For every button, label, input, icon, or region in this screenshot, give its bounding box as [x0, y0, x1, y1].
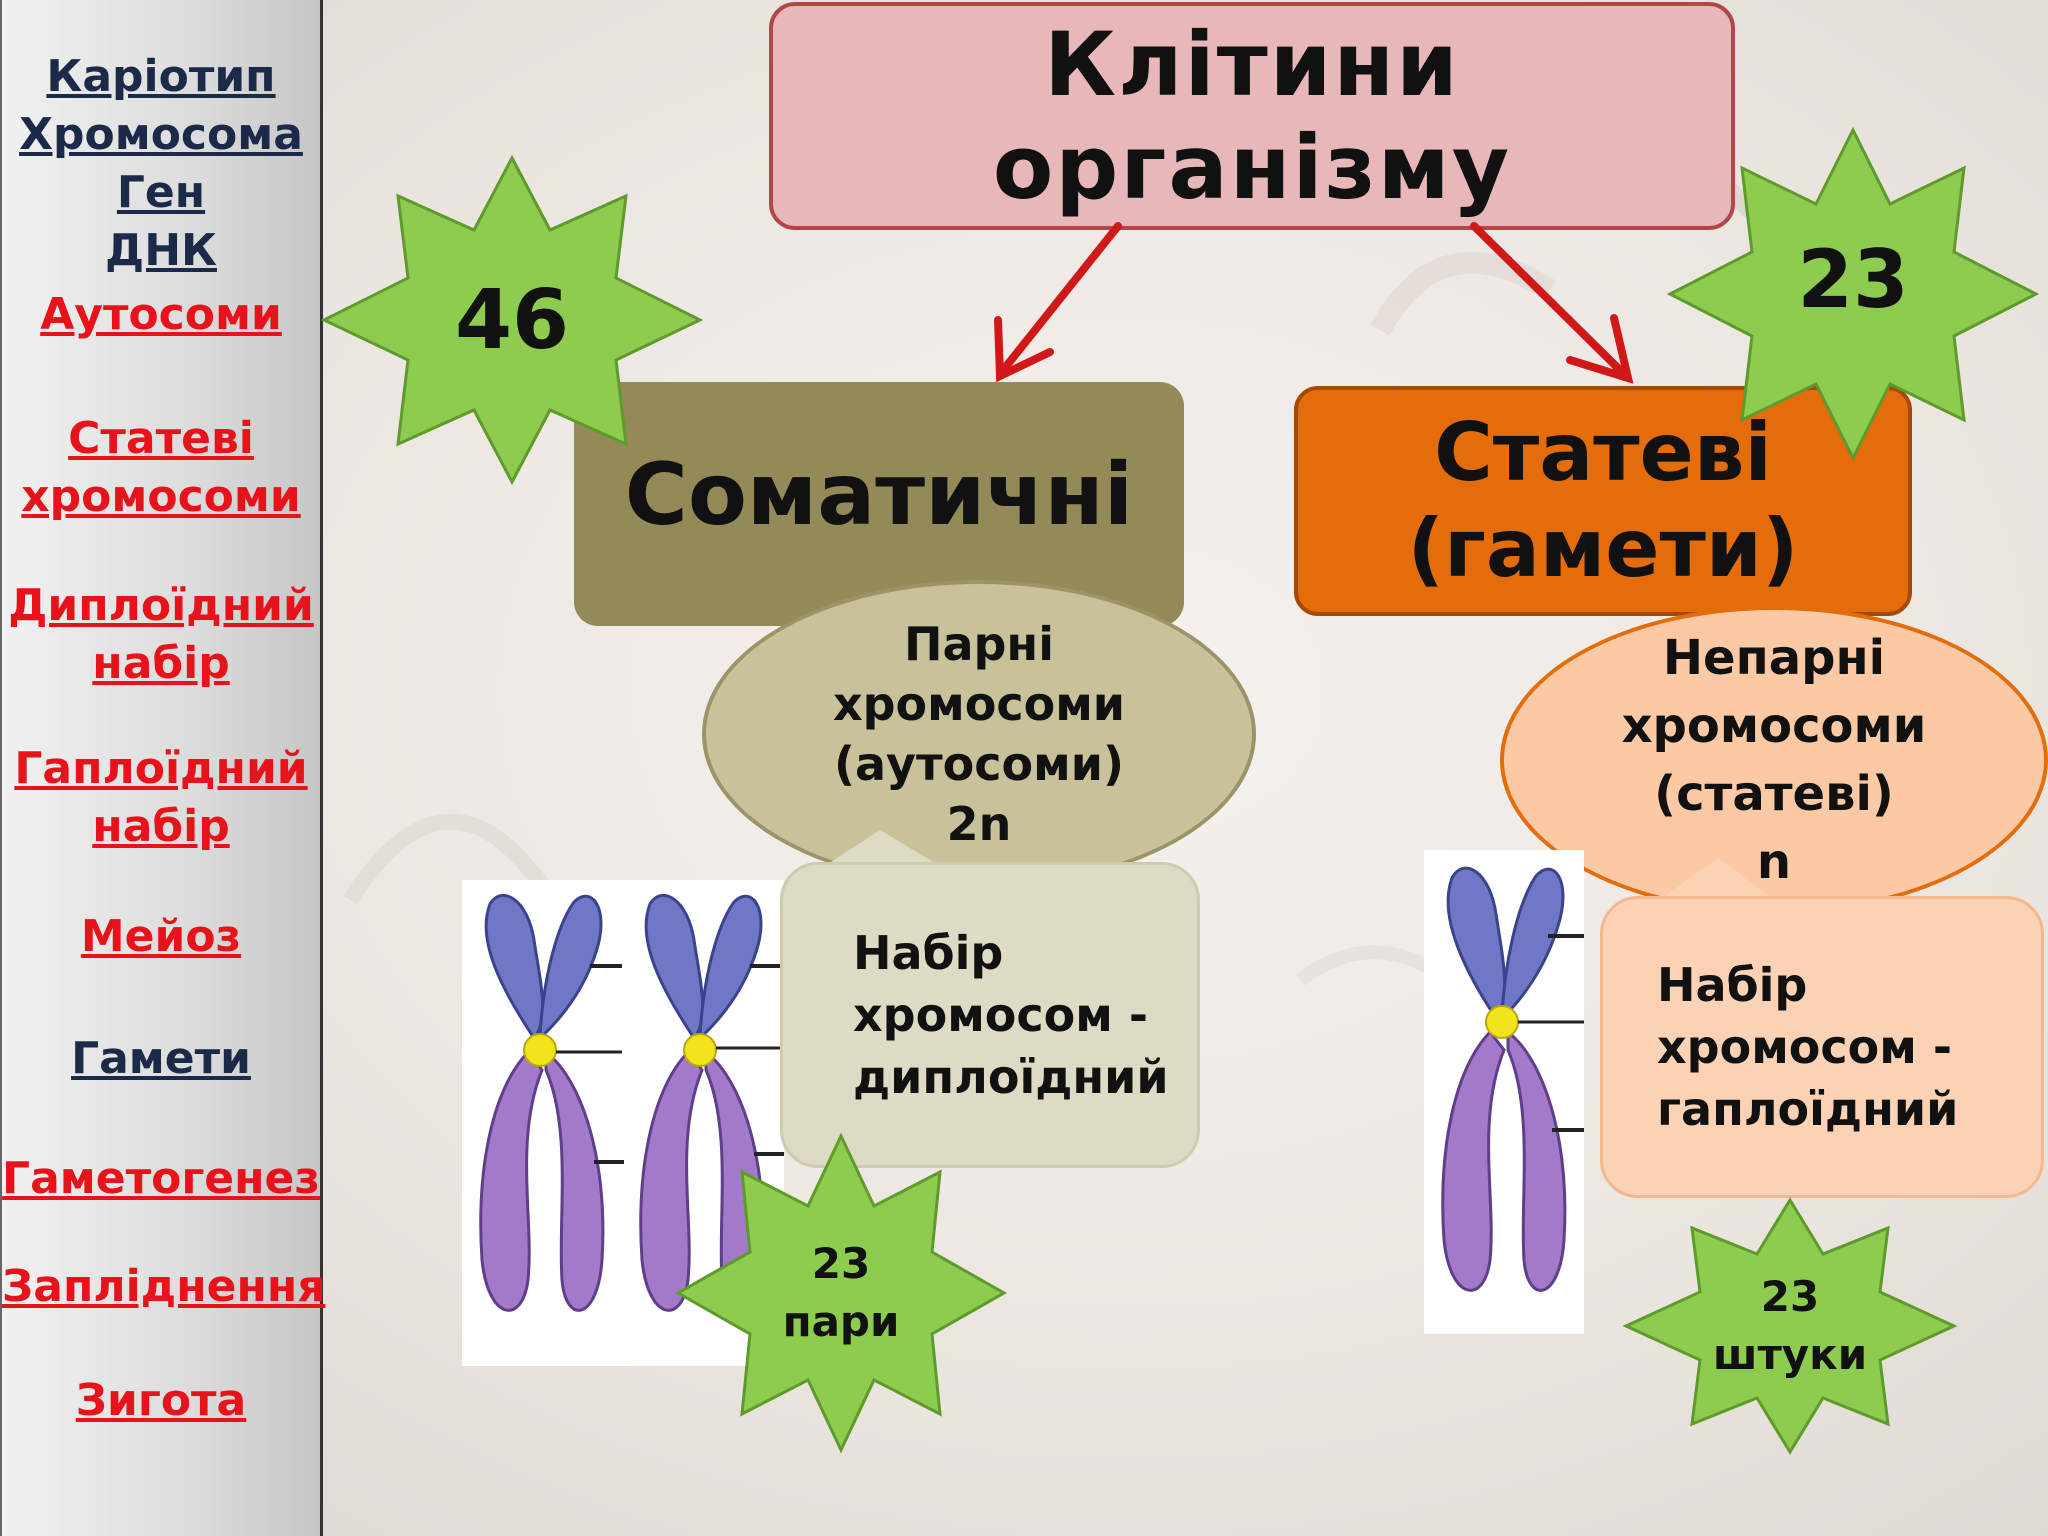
- haploid-callout: Набір хромосом - гаплоїдний: [1600, 896, 2044, 1198]
- cells-of-organism-title: Клітини організму: [769, 2, 1735, 230]
- sidebar-link-haploid-set[interactable]: Гаплоїдний набір: [14, 743, 308, 852]
- chromosome-pair-illustration: [462, 880, 784, 1366]
- star-46-text: 46: [454, 272, 570, 368]
- sidebar-link-chromosome[interactable]: Хромосома: [19, 109, 303, 160]
- somatic-cells-box: Соматичні: [574, 382, 1184, 626]
- sidebar-link-meiosis[interactable]: Мейоз: [80, 911, 242, 962]
- sex-cells-box: Статеві (гамети): [1294, 386, 1912, 616]
- sidebar-link-diploid-set[interactable]: Диплоїдний набір: [8, 580, 314, 689]
- sidebar-link-gametes[interactable]: Гамети: [71, 1033, 251, 1084]
- star-23-pieces-badge: 23 штуки: [1620, 1196, 1960, 1456]
- star-23-pairs-text: 23 пари: [782, 1239, 900, 1346]
- paired-chromosomes-oval: Парні хромосоми (аутосоми) 2n: [702, 580, 1256, 888]
- sidebar-nav: Каріотип Хромосома Ген ДНК Аутосоми Стат…: [0, 0, 326, 1536]
- star-23-badge: 23: [1664, 124, 2042, 464]
- star-23-pieces-text: 23 штуки: [1712, 1272, 1868, 1379]
- somatic-label: Соматичні: [624, 445, 1134, 545]
- arrow-head-somatic: [994, 316, 1054, 383]
- diploid-callout: Набір хромосом - диплоїдний: [780, 862, 1200, 1168]
- sidebar-link-gametogenesis[interactable]: Гаметогенез: [2, 1153, 320, 1204]
- arrow-to-sex: [1470, 222, 1630, 380]
- single-chromosome-illustration: [1424, 850, 1584, 1334]
- star-46-badge: 46: [318, 152, 706, 488]
- arrow-head-sex: [1566, 314, 1634, 384]
- sidebar-link-zygote[interactable]: Зигота: [75, 1375, 247, 1426]
- sidebar-link-sex-chromosomes[interactable]: Статеві хромосоми: [21, 413, 301, 522]
- star-23-pairs-badge: 23 пари: [672, 1130, 1010, 1456]
- sidebar-link-fertilization[interactable]: Запліднення: [2, 1261, 326, 1312]
- chromosome-left-icon: [479, 893, 624, 1312]
- arrow-to-somatic: [996, 222, 1122, 378]
- sidebar-link-karyotype[interactable]: Каріотип: [46, 51, 276, 102]
- sidebar-link-gene[interactable]: Ген: [116, 167, 206, 218]
- chromosome-single-icon: [1441, 866, 1584, 1292]
- sidebar-link-autosomes[interactable]: Аутосоми: [40, 289, 282, 340]
- sidebar-link-dna[interactable]: ДНК: [105, 225, 217, 276]
- star-23-text: 23: [1797, 232, 1909, 326]
- unpaired-chromosomes-oval: Непарні хромосоми (статеві) n: [1500, 606, 2048, 914]
